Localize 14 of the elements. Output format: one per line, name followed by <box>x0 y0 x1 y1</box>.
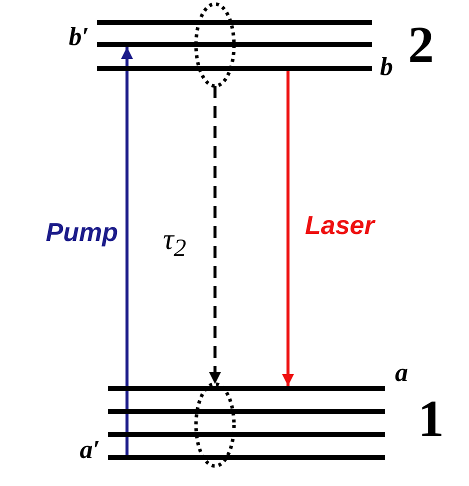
level-label: a′ <box>80 437 100 463</box>
edge-label: τ$_{2}$ <box>163 226 186 263</box>
level-label: b′ <box>68 24 89 50</box>
manifold-number: 2 <box>408 20 434 72</box>
manifold-number: 1 <box>418 394 444 446</box>
level-label: a <box>395 360 408 386</box>
dotted-ellipse <box>194 2 236 88</box>
edge-label: Pump <box>46 218 118 246</box>
arrow <box>121 47 133 455</box>
arrow <box>282 71 294 386</box>
level-label: b <box>380 54 393 80</box>
edge-label: Laser <box>305 211 374 239</box>
arrow <box>209 86 221 384</box>
dotted-ellipse <box>194 382 236 468</box>
